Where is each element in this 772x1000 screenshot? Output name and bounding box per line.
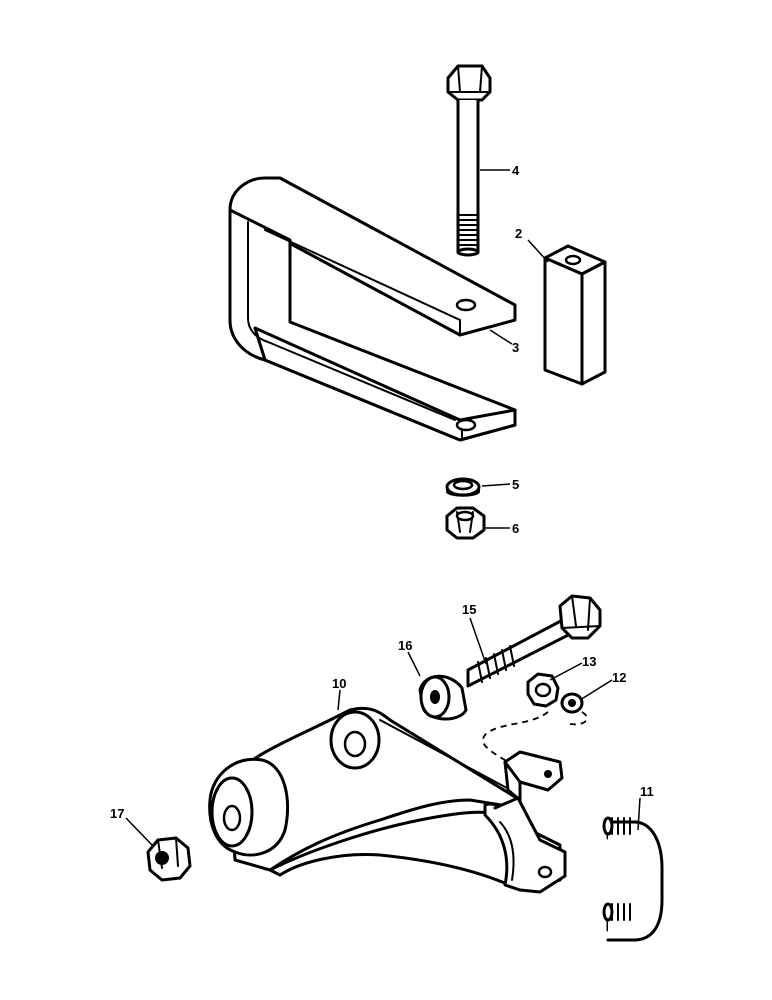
thick-washer-part-16 xyxy=(418,674,468,721)
jaw-cap xyxy=(503,750,564,802)
callout-16: 16 xyxy=(398,638,412,653)
callout-13: 13 xyxy=(582,654,596,669)
hex-nut-part-6 xyxy=(445,506,486,540)
callout-10: 10 xyxy=(332,676,346,691)
bracket-bottom-hole xyxy=(455,418,477,432)
u-bolt-part-11 xyxy=(602,816,664,942)
hex-nut-part-17 xyxy=(146,836,192,882)
lock-washer-part-5 xyxy=(445,477,481,497)
bracket-part-3 xyxy=(228,176,517,442)
callout-5: 5 xyxy=(512,477,519,492)
assembly-path-washer xyxy=(569,711,588,726)
arm-bracket-part-10 xyxy=(208,706,567,894)
bolt-part-4 xyxy=(446,64,492,257)
callout-4: 4 xyxy=(512,163,520,178)
callout-11: 11 xyxy=(640,784,654,799)
callout-12: 12 xyxy=(612,670,626,685)
callout-3: 3 xyxy=(512,340,519,355)
leader-lines xyxy=(125,169,641,846)
callout-15: 15 xyxy=(462,602,476,617)
callout-6: 6 xyxy=(512,521,519,536)
lock-washer-part-12 xyxy=(560,692,584,714)
bracket-top-hole xyxy=(455,298,477,312)
nut-part-13 xyxy=(526,672,560,708)
bolt-part-15 xyxy=(466,594,602,688)
callout-2: 2 xyxy=(515,226,522,241)
assembly-path xyxy=(482,711,549,763)
spacer-block-part-2 xyxy=(543,244,607,386)
callout-17: 17 xyxy=(110,806,124,821)
